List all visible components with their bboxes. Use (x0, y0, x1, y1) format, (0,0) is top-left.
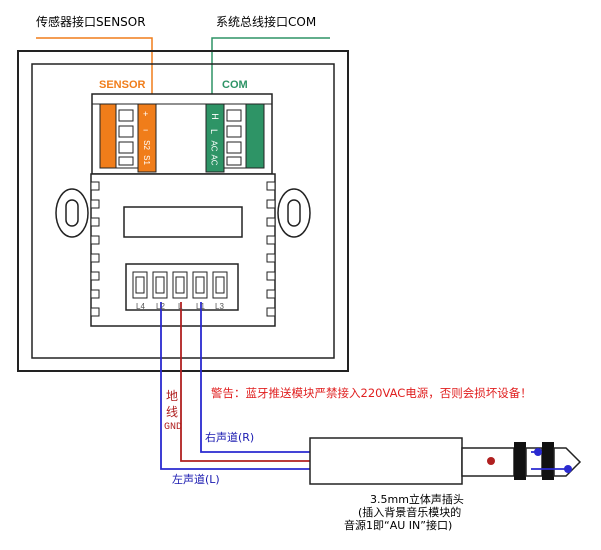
terminal-label-l4: L4 (136, 302, 145, 311)
sensor-port-label: 传感器接口SENSOR (36, 15, 146, 29)
com-callout-line (211, 37, 330, 104)
mounting-ear-left (55, 188, 89, 238)
sensor-pin-s1: S1 (141, 155, 151, 165)
panel-inner-frame (31, 63, 335, 359)
sensor-connector (99, 103, 157, 173)
sensor-callout-line (36, 37, 153, 104)
com-pin-l: L (209, 128, 220, 135)
warning-text: 警告：蓝牙推送模块严禁接入220VAC电源，否则会损坏设备！ (211, 386, 532, 400)
ground-label-gnd: GND (164, 422, 183, 433)
panel-outer-frame (17, 50, 349, 372)
terminal-screws (132, 271, 228, 299)
module-ribs-right (266, 181, 276, 317)
ground-label-char1: 地 (166, 389, 179, 403)
mounting-ear-right (277, 188, 311, 238)
com-pin-ac2: AC (209, 154, 219, 166)
sensor-pin-plus: + (143, 109, 149, 119)
sensor-pin-s2: S2 (141, 140, 151, 150)
plug-caption-line3: 音源1即“AU IN”接口) (344, 519, 453, 532)
com-connector (205, 103, 265, 173)
module-ribs-left (90, 181, 100, 317)
com-block-label: COM (222, 79, 248, 91)
com-pin-ac1: AC (209, 140, 219, 152)
plug-caption-line2: (插入背景音乐模块的 (358, 506, 462, 519)
system-bus-port-label: 系统总线接口COM (216, 15, 317, 29)
ground-label-char2: 线 (166, 405, 179, 419)
sensor-block-label: SENSOR (99, 79, 146, 91)
sensor-pin-minus: − (143, 125, 149, 135)
terminal-label-l3: L3 (215, 302, 224, 311)
terminal-label-l2: L2 (156, 302, 165, 311)
terminal-label-l1: L1 (196, 302, 205, 311)
terminal-label-l: L (178, 302, 183, 311)
stereo-plug (309, 437, 582, 485)
plug-caption-line1: 3.5mm立体声插头 (370, 493, 464, 506)
com-pin-h: H (209, 113, 220, 120)
left-channel-label: 左声道(L) (172, 473, 220, 486)
module-window (123, 206, 243, 238)
right-channel-label: 右声道(R) (205, 431, 255, 444)
